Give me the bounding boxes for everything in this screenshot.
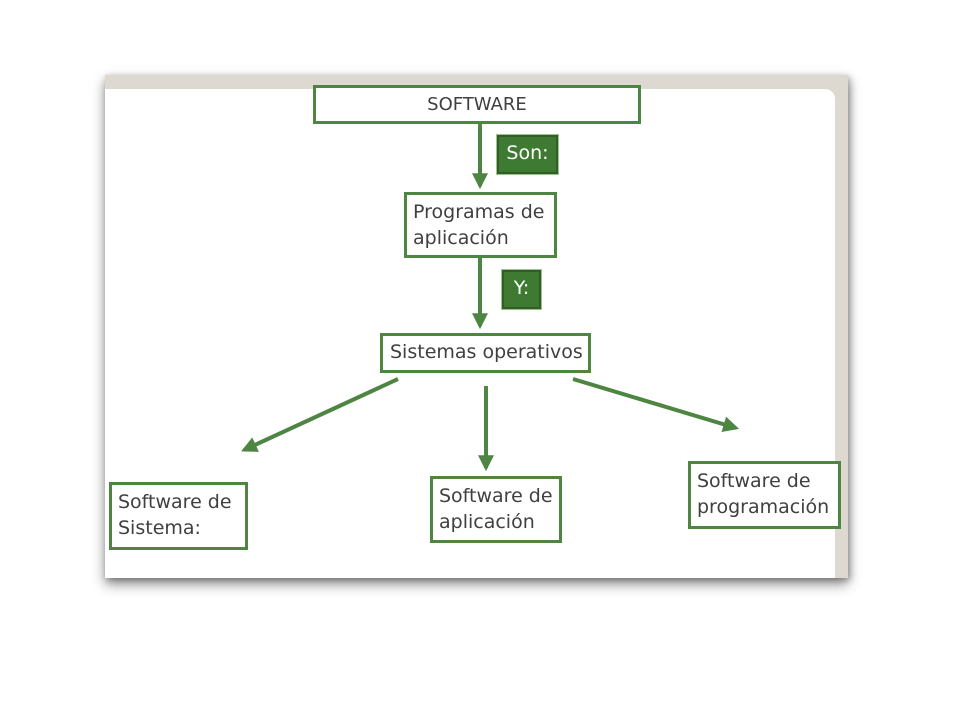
arrow-sistemas-to-software-de-sistema: [241, 377, 399, 452]
leaf-programacion-line-2: programación: [697, 496, 830, 518]
connector-tag-y-label: Y:: [513, 277, 530, 299]
node-programas-line-1: Programas de: [413, 201, 545, 223]
node-sistemas-label: Sistemas operativos: [390, 341, 583, 363]
leaf-software-de-aplicacion: Software de aplicación: [430, 476, 562, 543]
node-programas-line-2: aplicación: [413, 227, 509, 249]
arrow-sistemas-to-software-de-programacion: [572, 377, 740, 432]
leaf-aplicacion-line-1: Software de: [439, 485, 553, 507]
node-programas-de-aplicacion: Programas de aplicación: [404, 192, 557, 258]
root-node-label: SOFTWARE: [427, 94, 527, 115]
connector-tag-y: Y:: [501, 269, 542, 310]
leaf-software-de-programacion: Software de programación: [688, 461, 841, 529]
leaf-sistema-line-1: Software de: [118, 491, 232, 513]
leaf-software-de-sistema: Software de Sistema:: [109, 482, 248, 550]
leaf-programacion-line-1: Software de: [697, 470, 811, 492]
leaf-aplicacion-line-2: aplicación: [439, 511, 535, 533]
leaf-sistema-line-2: Sistema:: [118, 517, 201, 539]
root-node-software: SOFTWARE: [313, 85, 641, 124]
connector-tag-son: Son:: [496, 134, 559, 175]
node-sistemas-operativos: Sistemas operativos: [380, 333, 591, 373]
connector-tag-son-label: Son:: [506, 142, 549, 164]
